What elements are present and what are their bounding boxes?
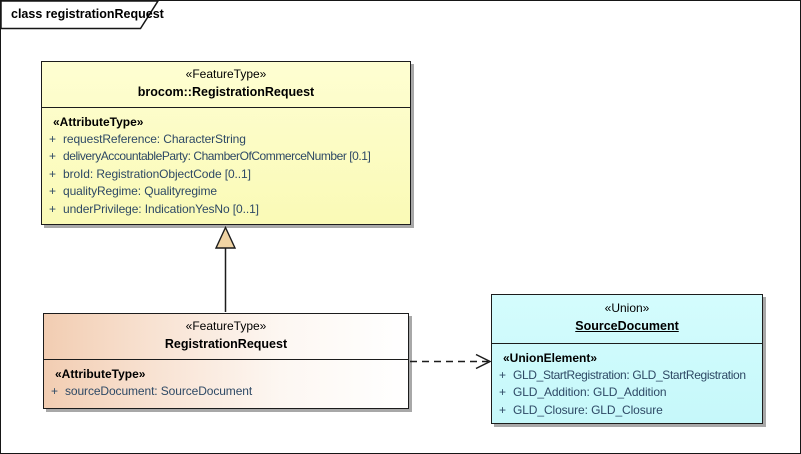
union-element-row: + GLD_StartRegistration: GLD_StartRegist… — [492, 367, 762, 385]
union-element-signature: GLD_Addition: GLD_Addition — [513, 385, 667, 399]
attribute-row: + underPrivilege: IndicationYesNo [0..1] — [42, 201, 410, 219]
class-header: «Union» SourceDocument — [492, 295, 762, 343]
attribute-signature: broId: RegistrationObjectCode [0..1] — [63, 166, 251, 181]
visibility-marker: + — [48, 131, 56, 146]
visibility-marker: + — [50, 383, 58, 398]
attribute-signature: requestReference: CharacterString — [63, 131, 246, 146]
visibility-marker: + — [48, 149, 56, 163]
frame-title: class registrationRequest — [11, 7, 164, 21]
visibility-marker: + — [48, 166, 56, 181]
union-section-label: «UnionElement» — [503, 350, 598, 365]
attribute-section-label: «AttributeType» — [55, 366, 146, 381]
union-element-row: + GLD_Closure: GLD_Closure — [492, 402, 762, 420]
class-box-sourcedocument[interactable]: «Union» SourceDocument «UnionElement» + … — [491, 294, 763, 424]
attribute-row: + broId: RegistrationObjectCode [0..1] — [42, 166, 410, 184]
visibility-marker: + — [48, 184, 56, 198]
generalization-arrow[interactable] — [214, 225, 237, 313]
stereotype-label: «FeatureType» — [185, 318, 267, 333]
class-box-registrationrequest[interactable]: «FeatureType» RegistrationRequest «Attri… — [43, 313, 409, 409]
stereotype-label: «FeatureType» — [185, 66, 267, 81]
stereotype-label: «Union» — [604, 301, 650, 316]
attribute-section-label: «AttributeType» — [53, 114, 144, 129]
attribute-signature: deliveryAccountableParty: ChamberOfComme… — [63, 149, 371, 163]
class-header: «FeatureType» brocom::RegistrationReques… — [42, 62, 410, 107]
attribute-signature: qualityRegime: Qualityregime — [63, 184, 217, 198]
union-element-signature: GLD_StartRegistration: GLD_StartRegistra… — [513, 367, 746, 382]
class-name: brocom::RegistrationRequest — [137, 84, 315, 99]
union-element-signature: GLD_Closure: GLD_Closure — [513, 402, 663, 417]
class-name: RegistrationRequest — [164, 336, 288, 351]
frame-tab — [1, 1, 159, 30]
attributes-compartment: «AttributeType» + sourceDocument: Source… — [44, 358, 408, 401]
attribute-row: + requestReference: CharacterString — [42, 131, 410, 149]
visibility-marker: + — [498, 385, 506, 399]
union-elements-compartment: «UnionElement» + GLD_StartRegistration: … — [492, 342, 762, 420]
class-box-brocom-registrationrequest[interactable]: «FeatureType» brocom::RegistrationReques… — [41, 61, 411, 225]
class-header: «FeatureType» RegistrationRequest — [44, 314, 408, 359]
attribute-signature: underPrivilege: IndicationYesNo [0..1] — [63, 201, 259, 216]
attributes-compartment: «AttributeType» + requestReference: Char… — [42, 106, 410, 219]
class-name: SourceDocument — [575, 319, 679, 334]
visibility-marker: + — [498, 367, 506, 382]
dependency-arrow[interactable] — [410, 353, 492, 370]
attribute-row: + sourceDocument: SourceDocument — [44, 383, 408, 401]
attribute-signature: sourceDocument: SourceDocument — [65, 383, 253, 398]
visibility-marker: + — [48, 201, 56, 216]
attribute-row: + deliveryAccountableParty: ChamberOfCom… — [42, 148, 410, 166]
attribute-row: + qualityRegime: Qualityregime — [42, 183, 410, 201]
union-element-row: + GLD_Addition: GLD_Addition — [492, 384, 762, 402]
frame-tab-outline — [1, 1, 159, 30]
visibility-marker: + — [498, 402, 506, 417]
